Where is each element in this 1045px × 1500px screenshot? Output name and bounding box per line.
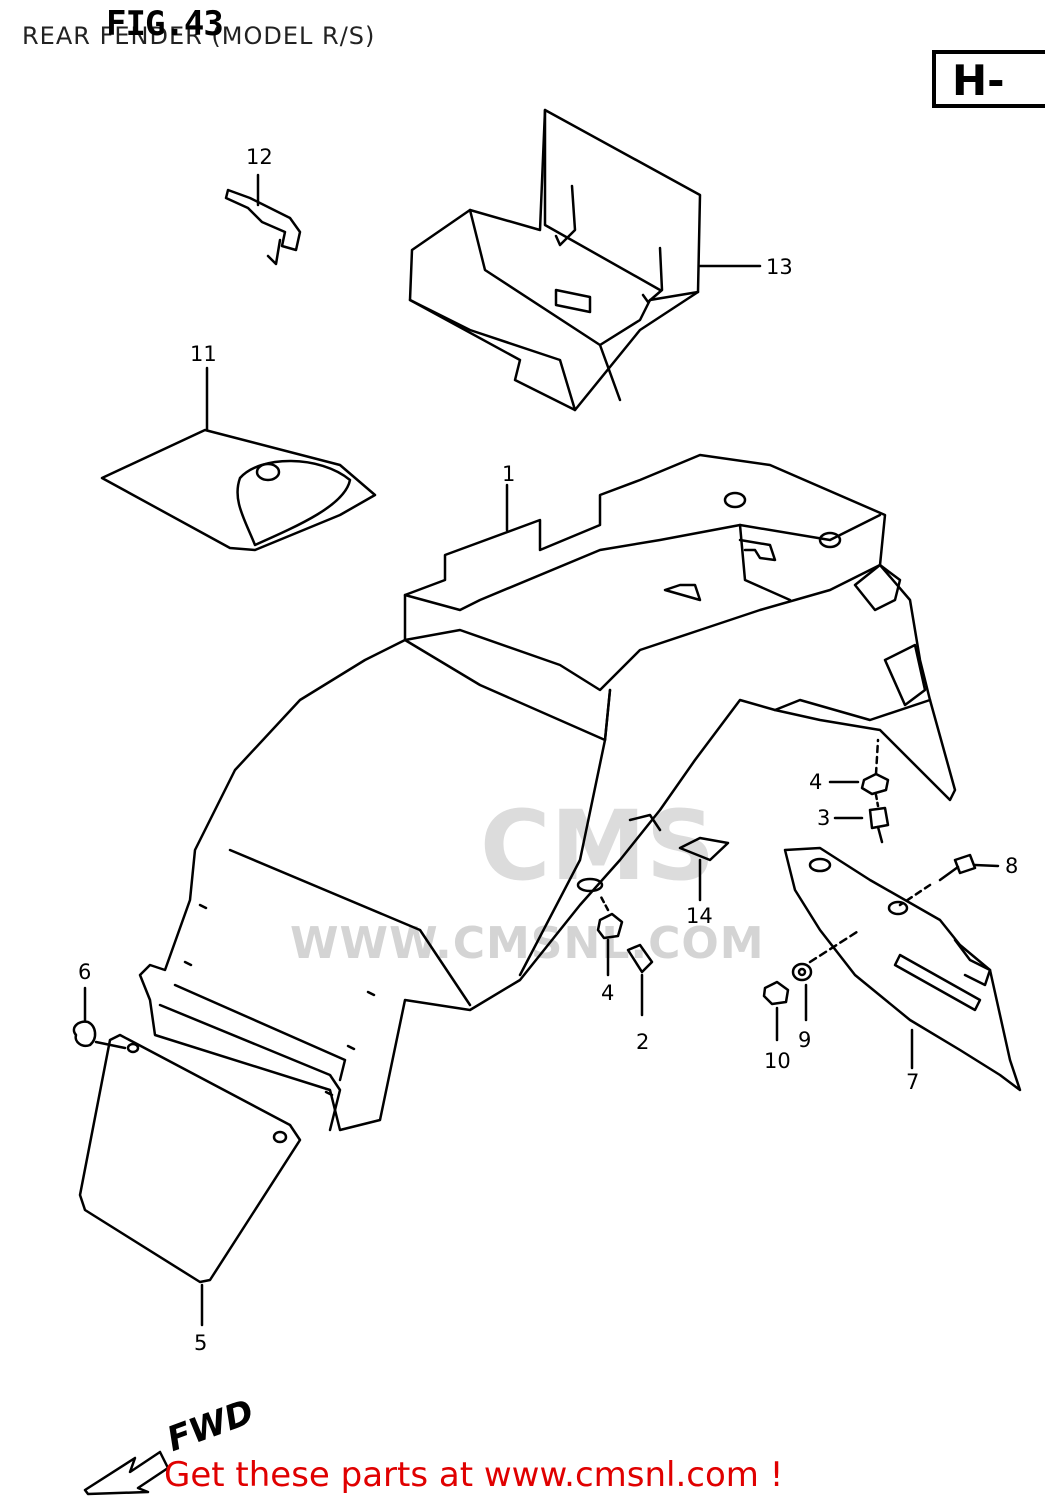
part-2-bolt — [626, 943, 654, 1017]
figure-number: FIG.43 — [106, 4, 224, 44]
callout-2: 2 — [636, 1030, 650, 1054]
callout-4-lower: 4 — [601, 981, 615, 1005]
callout-6: 6 — [78, 960, 92, 984]
part-3-bolt — [833, 806, 890, 844]
callout-5: 5 — [194, 1331, 208, 1355]
part-4-lower-nut — [596, 893, 624, 977]
fwd-arrow — [83, 1450, 170, 1496]
part-14-small-pad — [678, 836, 730, 902]
callout-12: 12 — [246, 145, 273, 169]
watermark-logo: CMS — [480, 790, 716, 902]
callout-13: 13 — [766, 255, 793, 279]
part-11-pad — [100, 428, 377, 552]
part-8-bolt — [898, 853, 1000, 907]
callout-7: 7 — [906, 1070, 920, 1094]
page-title: REAR FENDER (MODEL R/S) — [22, 22, 376, 50]
part-4-upper-nut — [828, 738, 890, 808]
section-code-box: H- — [932, 50, 1045, 108]
buy-parts-link[interactable]: Get these parts at www.cmsnl.com ! — [164, 1455, 784, 1495]
part-12-bracket — [224, 188, 302, 266]
part-5-plate — [78, 1033, 302, 1327]
callout-4-upper: 4 — [809, 770, 823, 794]
callout-9: 9 — [798, 1028, 812, 1052]
part-7-side-cover — [783, 846, 1022, 1092]
callout-10: 10 — [764, 1049, 791, 1073]
callout-11: 11 — [190, 342, 217, 366]
part-6-nut — [72, 986, 127, 1050]
callout-8: 8 — [1005, 854, 1019, 878]
part-1-rear-fender — [138, 453, 957, 1132]
part-9-washer — [791, 928, 862, 1022]
callout-14: 14 — [686, 904, 713, 928]
part-10-nut — [762, 980, 790, 1042]
part-13-tray — [408, 108, 702, 412]
callout-1: 1 — [502, 462, 516, 486]
callout-3: 3 — [817, 806, 831, 830]
section-code: H- — [952, 56, 1005, 105]
